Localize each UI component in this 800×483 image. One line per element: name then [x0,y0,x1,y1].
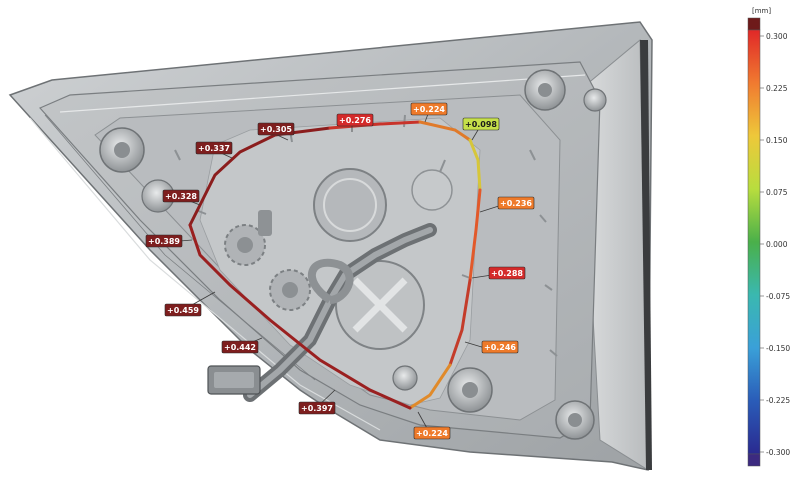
legend-tick-label: -0.300 [766,448,790,457]
tail-lamp-housing-icon [8,21,653,471]
deviation-callout-value: +0.098 [465,120,497,129]
screw-boss-icon [99,69,607,440]
legend-tick-label: -0.075 [766,292,790,301]
legend-tick-label: 0.225 [766,84,788,93]
deviation-callout-value: +0.305 [260,125,292,134]
legend-tick-label: 0.075 [766,188,788,197]
deviation-callout[interactable]: +0.328 [162,189,200,203]
deviation-curve [188,120,482,410]
deviation-callout-box [488,266,526,280]
deviation-callout[interactable]: +0.098 [462,117,500,131]
bulb-socket-icon [313,168,453,350]
color-legend: [mm] 0.300 0.225 0.150 0.075 0.000 -0.075 -0.1… [747,7,790,467]
deviation-callout-box [481,340,519,354]
deviation-callout-box [413,426,451,440]
deviation-callout-box [336,113,374,127]
deviation-callout-box [195,141,233,155]
deviation-callout[interactable]: +0.224 [413,426,451,440]
deviation-callout[interactable]: +0.276 [336,113,374,127]
deviation-callout[interactable]: +0.236 [497,196,535,210]
deviation-callout-box [298,401,336,415]
deviation-callout-value: +0.276 [339,116,371,125]
legend-tick-label: 0.150 [766,136,788,145]
deviation-callout-value: +0.236 [500,199,532,208]
deviation-callout-value: +0.224 [416,429,448,438]
deviation-callout-box [462,117,500,131]
legend-tick-label: 0.300 [766,32,788,41]
deviation-callout[interactable]: +0.459 [164,303,202,317]
deviation-callout-value: +0.246 [484,343,516,352]
deviation-callout[interactable]: +0.389 [145,234,183,248]
deviation-callout-value: +0.397 [301,404,333,413]
deviation-callout[interactable]: +0.337 [195,141,233,155]
gear-icon [224,210,311,311]
legend-tick-label: -0.225 [766,396,790,405]
legend-tick-label: 0.000 [766,240,788,249]
deviation-callout-box [410,102,448,116]
deviation-callout[interactable]: +0.442 [221,340,259,354]
deviation-callout-box [257,122,295,136]
deviation-callout-box [497,196,535,210]
deviation-callout-value: +0.442 [224,343,256,352]
deviation-callout-value: +0.389 [148,237,180,246]
deviation-callout[interactable]: +0.224 [410,102,448,116]
deviation-callout-box [221,340,259,354]
callout-layer: +0.337 +0.305 +0.276 +0.224 +0.098 +0.328 +0.3… [145,102,535,440]
legend-overflow-low [747,453,761,467]
deviation-callout[interactable]: +0.305 [257,122,295,136]
deviation-callout-value: +0.459 [167,306,199,315]
legend-tick-label: -0.150 [766,344,790,353]
deviation-callout[interactable]: +0.397 [298,401,336,415]
deviation-callout-value: +0.328 [165,192,197,201]
deviation-callout-value: +0.224 [413,105,445,114]
deviation-callout-box [162,189,200,203]
deviation-callout-box [164,303,202,317]
legend-unit: [mm] [752,7,771,15]
deviation-callout-value: +0.337 [198,144,230,153]
deviation-callout-box [145,234,183,248]
deviation-callout-value: +0.288 [491,269,523,278]
deviation-callout[interactable]: +0.288 [488,266,526,280]
deviation-callout[interactable]: +0.246 [481,340,519,354]
legend-overflow-high [747,17,761,31]
legend-color-bar [747,29,761,455]
